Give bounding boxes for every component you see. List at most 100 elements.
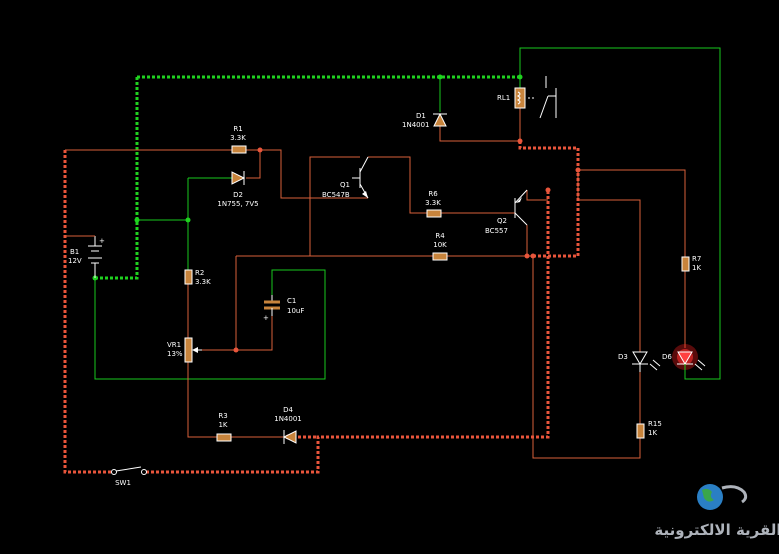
capacitor-c1[interactable]: + C1 10uF bbox=[263, 295, 304, 322]
node bbox=[517, 138, 523, 144]
resistor-body bbox=[432, 252, 448, 261]
r3-value: 1K bbox=[218, 421, 227, 429]
node bbox=[530, 253, 536, 259]
d1-value: 1N4001 bbox=[402, 121, 430, 129]
wire-q1-collector bbox=[368, 156, 427, 214]
node bbox=[545, 187, 551, 193]
wire-d1-bottom bbox=[439, 126, 520, 142]
wire-left-negative bbox=[63, 150, 112, 474]
r6-name: R6 bbox=[428, 190, 438, 198]
r4-name: R4 bbox=[435, 232, 445, 240]
resistor-r4[interactable]: R4 10K bbox=[432, 232, 448, 261]
relay-winding bbox=[516, 91, 521, 105]
resistor-r6[interactable]: R6 3.3K bbox=[425, 190, 442, 218]
vr1-name: VR1 bbox=[167, 341, 181, 349]
node bbox=[134, 217, 140, 223]
led-body bbox=[677, 351, 693, 365]
diode-d4[interactable]: D4 1N4001 bbox=[274, 406, 302, 444]
wire-d2-right bbox=[246, 150, 261, 179]
led-d6[interactable]: D6 bbox=[662, 344, 706, 380]
transistor-collector bbox=[359, 156, 369, 173]
red-wires bbox=[63, 141, 580, 474]
transistor-arrow bbox=[516, 197, 522, 203]
vr1-value: 13% bbox=[167, 350, 183, 358]
green-wires bbox=[94, 47, 721, 380]
resistor-r15[interactable]: R15 1K bbox=[636, 420, 662, 439]
potentiometer-body bbox=[184, 337, 193, 363]
potentiometer-arrow bbox=[192, 347, 198, 353]
led-ray bbox=[649, 363, 658, 371]
watermark-logo: القرية الالكترونية bbox=[654, 484, 779, 539]
logo-swoosh bbox=[721, 485, 748, 504]
diode-body bbox=[282, 430, 297, 444]
resistor-body bbox=[636, 423, 645, 439]
r4-value: 10K bbox=[433, 241, 447, 249]
switch-lever bbox=[115, 466, 142, 472]
d4-name: D4 bbox=[283, 406, 293, 414]
q2-value: BC557 bbox=[485, 227, 508, 235]
relay-rl1[interactable]: RL1 bbox=[497, 76, 557, 119]
resistor-body bbox=[216, 433, 232, 442]
d3-name: D3 bbox=[618, 353, 628, 361]
node bbox=[575, 167, 581, 173]
transistor-q2[interactable]: Q2 BC557 bbox=[485, 189, 528, 235]
r2-value: 3.3K bbox=[195, 278, 211, 286]
node bbox=[524, 253, 530, 259]
transistor-q1[interactable]: Q1 BC547B bbox=[322, 156, 369, 199]
d6-name: D6 bbox=[662, 353, 672, 361]
resistor-body bbox=[426, 209, 442, 218]
wire-relay-loop bbox=[519, 47, 721, 380]
wire-bottom-negative bbox=[146, 190, 550, 474]
q2-name: Q2 bbox=[497, 217, 507, 225]
diode-d1[interactable]: D1 1N4001 bbox=[402, 112, 447, 129]
wire-relay-return bbox=[518, 141, 580, 258]
switch-sw1[interactable]: SW1 bbox=[111, 466, 147, 487]
resistor-body bbox=[681, 256, 690, 272]
diode-body bbox=[433, 112, 447, 127]
capacitor-plus-sign: + bbox=[263, 314, 269, 322]
diode-body bbox=[231, 171, 246, 185]
r3-name: R3 bbox=[218, 412, 227, 420]
led-ray bbox=[697, 359, 706, 367]
switch-terminal bbox=[111, 469, 117, 475]
d2-name: D2 bbox=[233, 191, 243, 199]
r6-value: 3.3K bbox=[425, 199, 441, 207]
resistor-r3[interactable]: R3 1K bbox=[216, 412, 232, 442]
wire-c1-bottom bbox=[236, 316, 273, 351]
resistor-r2[interactable]: R2 3.3K bbox=[184, 269, 211, 286]
led-ray bbox=[652, 359, 661, 367]
wire-q2-collector bbox=[526, 190, 548, 201]
zener-d2[interactable]: D2 1N755, 7V5 bbox=[217, 171, 259, 208]
node bbox=[233, 347, 239, 353]
q1-value: BC547B bbox=[322, 191, 350, 199]
d2-value: 1N755, 7V5 bbox=[217, 200, 258, 208]
led-d3[interactable]: D3 bbox=[618, 351, 661, 372]
c1-value: 10uF bbox=[287, 307, 304, 315]
orange-wires bbox=[65, 108, 686, 459]
resistor-r7[interactable]: R7 1K bbox=[681, 255, 701, 272]
transistor-collector bbox=[514, 212, 528, 226]
node bbox=[257, 147, 263, 153]
battery-b1[interactable]: + B1 12V bbox=[65, 235, 105, 278]
resistor-body bbox=[184, 269, 193, 285]
r1-value: 3.3K bbox=[230, 134, 246, 142]
b1-name: B1 bbox=[70, 248, 79, 256]
r15-value: 1K bbox=[648, 429, 657, 437]
d1-name: D1 bbox=[416, 112, 426, 120]
r7-value: 1K bbox=[692, 264, 701, 272]
wire-left-rail bbox=[95, 77, 139, 280]
sw1-name: SW1 bbox=[115, 479, 131, 487]
rl1-name: RL1 bbox=[497, 94, 510, 102]
r2-name: R2 bbox=[195, 269, 204, 277]
q1-name: Q1 bbox=[340, 181, 350, 189]
resistor-body bbox=[231, 145, 247, 154]
wire-r7-top bbox=[578, 169, 686, 257]
r7-name: R7 bbox=[692, 255, 701, 263]
potentiometer-vr1[interactable]: VR1 13% bbox=[167, 337, 202, 363]
led-body bbox=[632, 351, 648, 365]
wire-r1-right bbox=[246, 149, 368, 199]
relay-contact bbox=[539, 95, 549, 119]
led-d6-wire bbox=[684, 364, 697, 380]
transistor-emitter bbox=[514, 189, 528, 204]
resistor-r1[interactable]: R1 3.3K bbox=[230, 125, 247, 154]
